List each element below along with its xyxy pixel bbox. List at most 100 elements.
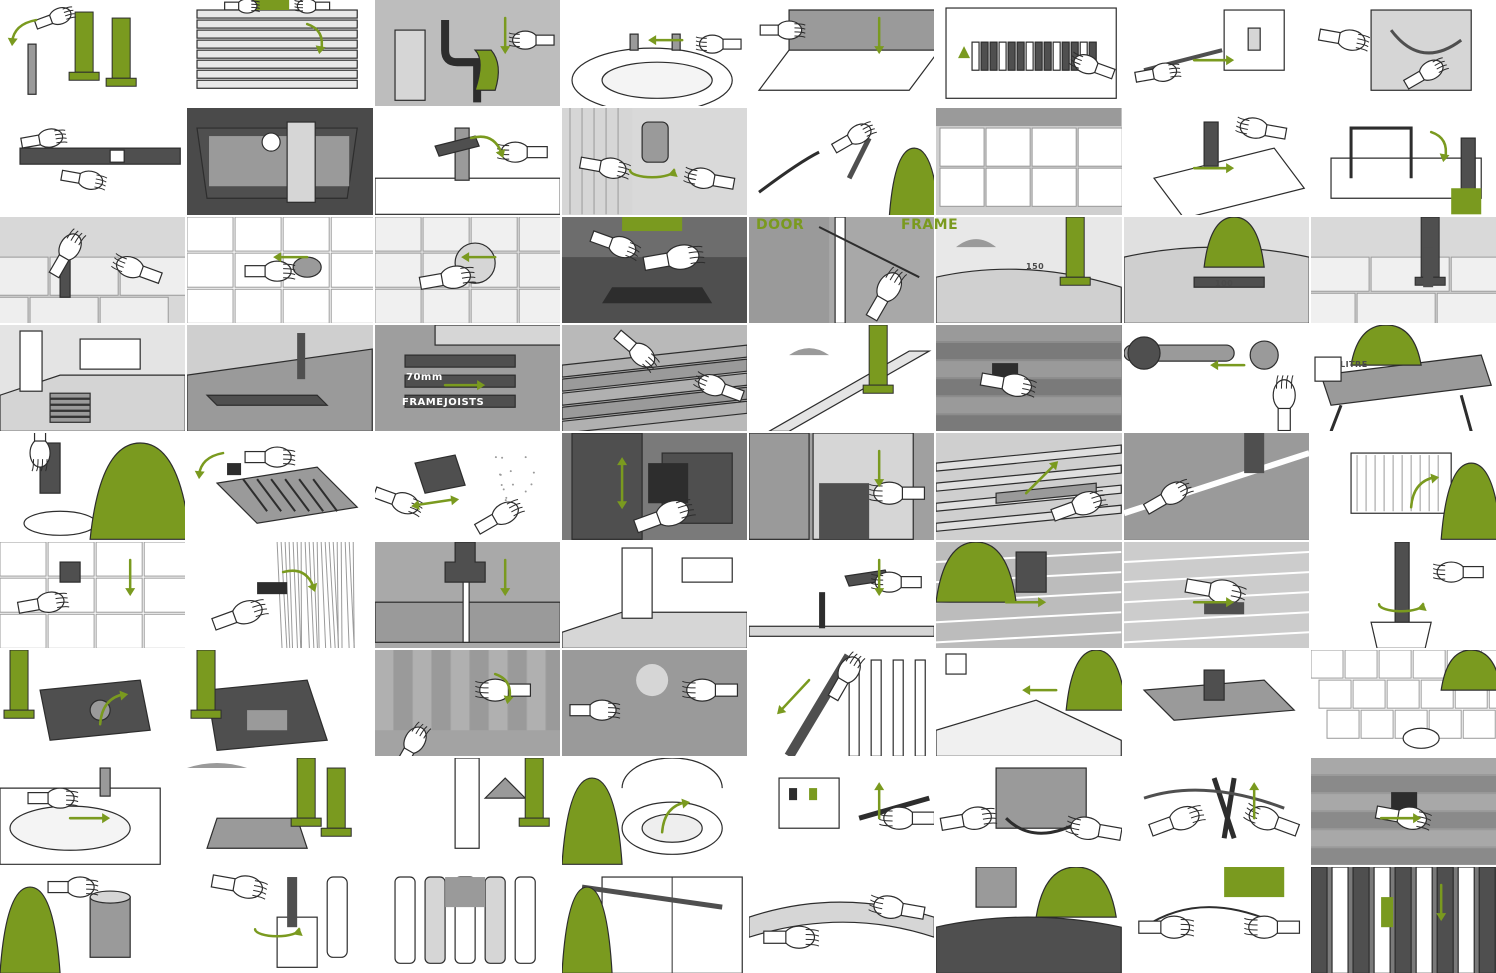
tile-cistern <box>187 108 373 215</box>
direction-arrow-icon <box>628 168 678 179</box>
tile-deck-stain <box>936 325 1122 432</box>
hand-shape <box>474 678 531 702</box>
tile-open-tin <box>0 866 186 973</box>
tile-room-laminate <box>0 325 186 432</box>
illustration-svg <box>1310 650 1496 749</box>
direction-arrow-icon <box>460 251 496 262</box>
tile-pattern <box>0 541 186 648</box>
hand-shape <box>1234 116 1287 141</box>
illustration-svg <box>1123 216 1309 323</box>
illustration-scene <box>936 325 1122 432</box>
illustration-scene <box>3 650 151 741</box>
tile-shelf-board <box>749 0 935 107</box>
illustration-scene <box>0 541 186 648</box>
hand-shape <box>1147 805 1206 838</box>
tile-paint-door <box>749 433 935 540</box>
illustration-svg <box>374 541 560 643</box>
illustration-scene <box>749 433 926 540</box>
illustration-svg <box>936 325 1122 432</box>
tile-newel-post <box>374 541 560 648</box>
hand-shape <box>979 372 1038 398</box>
illustration-svg <box>187 333 373 432</box>
illustration-scene <box>1123 433 1309 540</box>
tile-wallpaper-strip <box>187 541 373 648</box>
tile-brush-grout <box>0 216 186 323</box>
hand-shape <box>763 925 820 949</box>
illustration-scene <box>936 216 1122 323</box>
illustration-svg <box>561 876 743 973</box>
hand-shape <box>827 651 866 702</box>
direction-arrow-icon <box>647 35 684 46</box>
hand-shape <box>1133 62 1181 83</box>
hand-shape <box>692 371 745 403</box>
illustration-scene <box>1310 650 1496 749</box>
tile-tie-thread <box>1123 866 1309 973</box>
illustration-svg <box>190 650 329 751</box>
illustration-scene <box>936 650 1122 757</box>
hand-shape <box>211 598 270 631</box>
tile-wrench-valve <box>374 108 560 215</box>
tile-socket-wires <box>936 758 1122 865</box>
illustration-svg <box>374 127 560 215</box>
illustration-svg <box>936 444 1122 533</box>
illustration-svg <box>561 216 747 323</box>
illustration-scene <box>0 330 186 432</box>
direction-arrow-icon <box>1192 55 1234 66</box>
tile-path-trench <box>749 325 935 432</box>
hand-shape <box>29 433 51 472</box>
illustration-svg <box>210 873 349 968</box>
leg-shape <box>1059 216 1091 286</box>
tile-bath-tap <box>0 758 186 865</box>
torso-shape <box>888 147 935 215</box>
hand-shape <box>589 229 642 261</box>
torso-shape <box>561 777 623 865</box>
illustration-scene <box>1133 9 1285 83</box>
illustration-scene <box>561 650 747 757</box>
illustration-svg <box>561 329 747 432</box>
illustration-svg <box>196 0 359 89</box>
tile-fuse-box <box>936 0 1122 107</box>
illustration-svg <box>945 7 1118 99</box>
illustration-scene <box>1143 777 1300 840</box>
illustration-svg <box>211 541 355 648</box>
hand-shape <box>33 6 76 30</box>
tile-basin-tap <box>561 0 747 107</box>
illustration-svg <box>1330 126 1482 215</box>
illustration-scene <box>1370 541 1484 648</box>
illustration-svg <box>561 108 736 215</box>
tile-sew-hem <box>749 866 935 973</box>
tile-drain-chamber <box>187 650 373 757</box>
illustration-scene <box>758 121 935 215</box>
direction-arrow-icon <box>1429 131 1450 163</box>
tile-grout-rake <box>0 541 186 648</box>
tile-toilet <box>561 758 747 865</box>
hand-shape <box>879 806 935 831</box>
hand-shape <box>612 329 660 374</box>
hand-shape <box>869 481 926 506</box>
tile-floor-board <box>187 325 373 432</box>
illustration-svg <box>757 9 935 91</box>
direction-arrow-icon <box>1025 461 1059 495</box>
tile-pattern <box>1310 256 1496 323</box>
illustration-svg <box>749 216 920 323</box>
direction-arrow-icon <box>1379 813 1421 824</box>
illustration-svg <box>374 650 560 757</box>
illustration-svg <box>1370 541 1484 648</box>
illustration-scene <box>374 650 560 757</box>
illustration-scene <box>403 325 560 408</box>
direction-arrow-icon <box>254 926 303 938</box>
illustration-svg <box>936 866 1122 973</box>
illustration-scene <box>1317 9 1472 91</box>
tile-light-switch <box>1123 0 1309 107</box>
hand-shape <box>244 260 296 282</box>
illustration-scene <box>187 216 373 323</box>
tile-wipe-floor <box>1123 541 1309 648</box>
direction-arrow-icon <box>469 135 505 159</box>
hand-shape <box>632 499 696 534</box>
leg-shape <box>3 650 35 719</box>
illustration-scene <box>23 433 186 540</box>
torso-shape <box>936 541 1018 603</box>
illustration-scene <box>777 651 926 757</box>
illustration-scene <box>1330 126 1482 215</box>
tile-sewing-machine <box>936 866 1122 973</box>
